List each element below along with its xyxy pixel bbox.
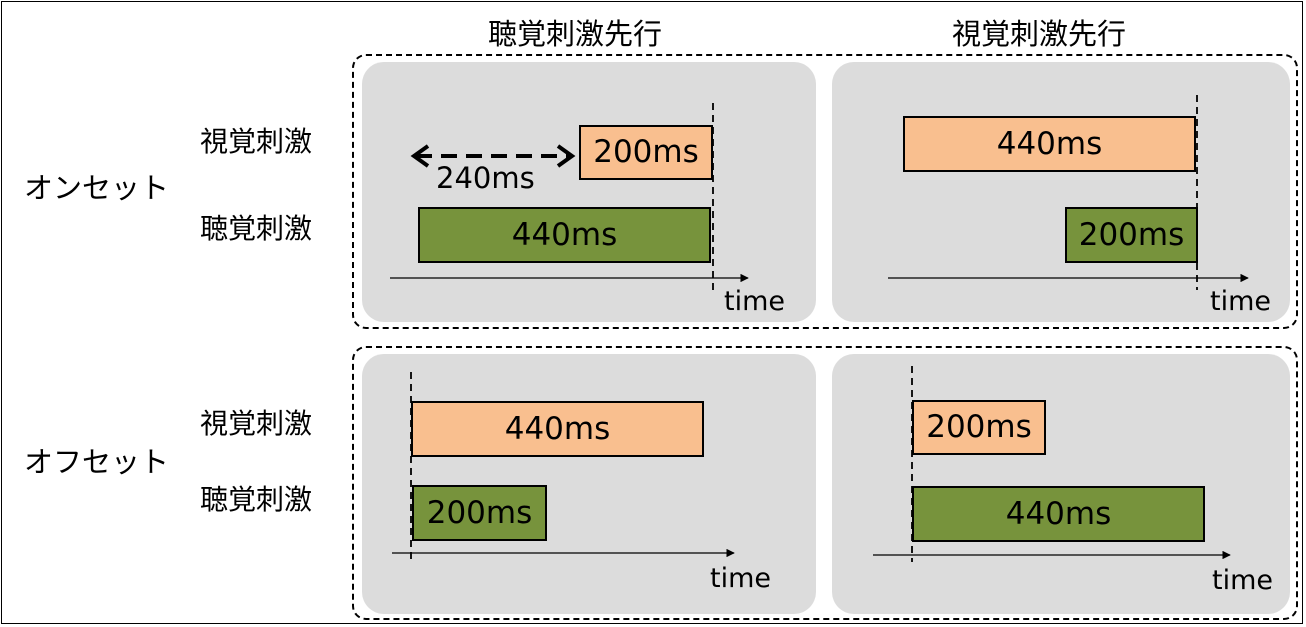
stimulus-label-auditory-onset: 聴覚刺激 [200,212,313,245]
bar-visual-offset-auditory-first: 440ms [411,401,704,457]
panel-offset-auditory-first [362,354,816,614]
panel-onset-visual-first [832,62,1290,322]
time-label-onset-visual-first: time [1210,286,1272,317]
row-title-onset: オンセット [24,171,170,205]
column-title-visual-first: 視覚刺激先行 [952,17,1127,51]
time-label-onset-auditory-first: time [724,286,786,317]
panel-offset-visual-first [832,354,1290,614]
panel-onset-auditory-first [362,62,816,322]
stimulus-label-visual-onset: 視覚刺激 [200,125,313,158]
time-label-offset-visual-first: time [1212,565,1274,596]
stimulus-label-auditory-offset: 聴覚刺激 [200,483,313,516]
bar-visual-onset-auditory-first: 200ms [579,125,713,180]
bar-visual-offset-visual-first: 200ms [912,400,1046,455]
gap-label: 240ms [436,161,535,195]
bar-auditory-offset-visual-first: 440ms [912,486,1205,542]
gap-arrow-right-head [556,144,576,168]
stimulus-label-visual-offset: 視覚刺激 [200,407,313,440]
bar-auditory-offset-auditory-first: 200ms [412,485,547,541]
onset-group-border [352,54,1298,329]
bar-visual-onset-visual-first: 440ms [903,116,1196,172]
bar-auditory-onset-visual-first: 200ms [1065,207,1198,263]
time-label-offset-auditory-first: time [710,563,772,594]
row-title-offset: オフセット [24,445,170,479]
offset-group-border [352,346,1298,620]
column-title-auditory-first: 聴覚刺激先行 [488,17,663,51]
gap-arrow-left-head [410,144,430,168]
bar-auditory-onset-auditory-first: 440ms [418,207,711,263]
